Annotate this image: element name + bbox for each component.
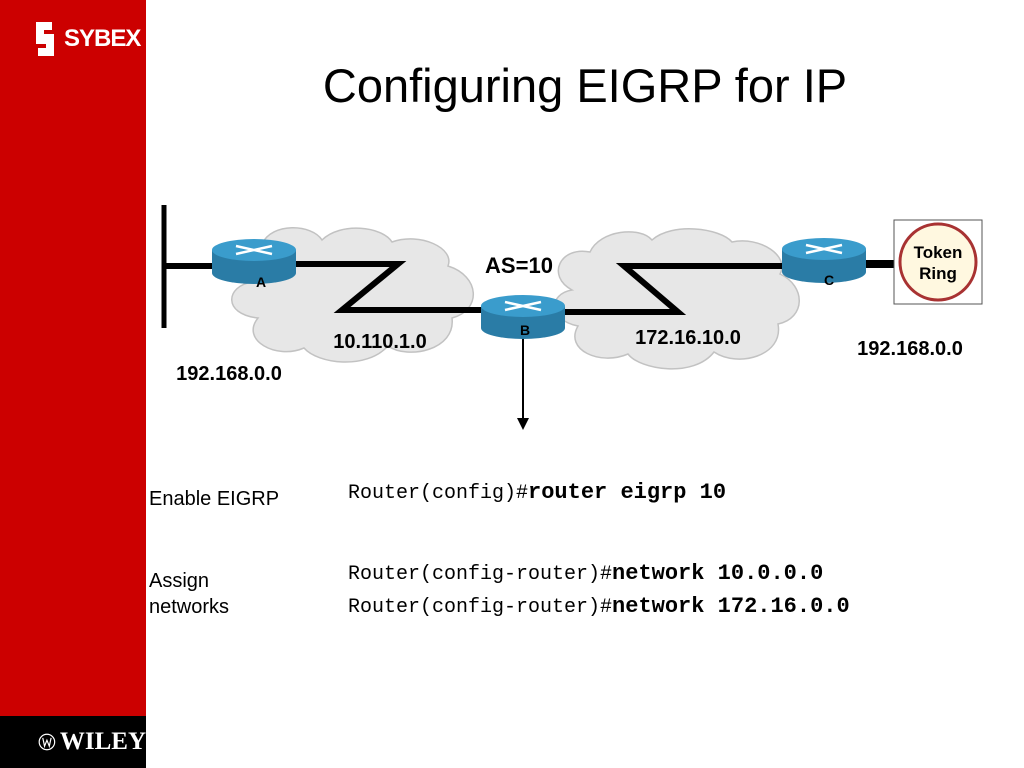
sybex-logo: SYBEX xyxy=(30,14,141,64)
serial-link-b-c xyxy=(564,263,782,315)
enable-eigrp-label: Enable EIGRP xyxy=(149,488,280,510)
assign-networks-label-line1: Assign xyxy=(149,570,210,592)
downlink-arrowhead-icon xyxy=(517,418,529,430)
router-c-label: C xyxy=(824,272,834,288)
router-b-label: B xyxy=(520,322,530,338)
assign-networks-label-line2: networks xyxy=(149,596,230,618)
assign-networks-label: Assign networks xyxy=(149,568,229,620)
slide-title: Configuring EIGRP for IP xyxy=(322,59,848,112)
as-label: AS=10 xyxy=(485,253,553,278)
command-line-network-172: Router(config-router)#network 172.16.0.0 xyxy=(348,594,850,619)
network-label-left-cloud: 10.110.1.0 xyxy=(333,331,426,353)
command-text: router eigrp 10 xyxy=(528,480,727,505)
command-text: network 10.0.0.0 xyxy=(612,561,824,586)
router-c-icon xyxy=(782,238,866,283)
command-text: network 172.16.0.0 xyxy=(612,594,850,619)
token-ring-label-line1: Token xyxy=(914,243,963,262)
sybex-emblem-icon xyxy=(36,22,54,56)
token-ring-icon xyxy=(898,222,978,302)
wiley-emblem-icon xyxy=(38,733,56,751)
serial-link-a-b xyxy=(296,261,482,313)
sybex-logo-text: SYBEX xyxy=(64,25,141,52)
command-line-router-eigrp: Router(config)#router eigrp 10 xyxy=(348,480,726,505)
network-label-right-lan: 192.168.0.0 xyxy=(857,338,963,360)
command-prompt: Router(config)# xyxy=(348,482,529,505)
router-a-label: A xyxy=(256,274,266,290)
command-prompt: Router(config-router)# xyxy=(348,563,613,586)
network-label-left-lan: 192.168.0.0 xyxy=(176,363,282,385)
command-line-network-10: Router(config-router)#network 10.0.0.0 xyxy=(348,561,823,586)
router-b-icon xyxy=(481,295,565,339)
router-a-icon xyxy=(212,239,296,284)
wiley-logo: WILEY xyxy=(0,716,146,768)
sidebar: SYBEX WILEY xyxy=(0,0,146,768)
command-prompt: Router(config-router)# xyxy=(348,596,613,619)
wiley-logo-text: WILEY xyxy=(59,728,146,755)
token-ring-label-line2: Ring xyxy=(919,264,957,283)
network-label-right-cloud: 172.16.10.0 xyxy=(635,327,741,349)
